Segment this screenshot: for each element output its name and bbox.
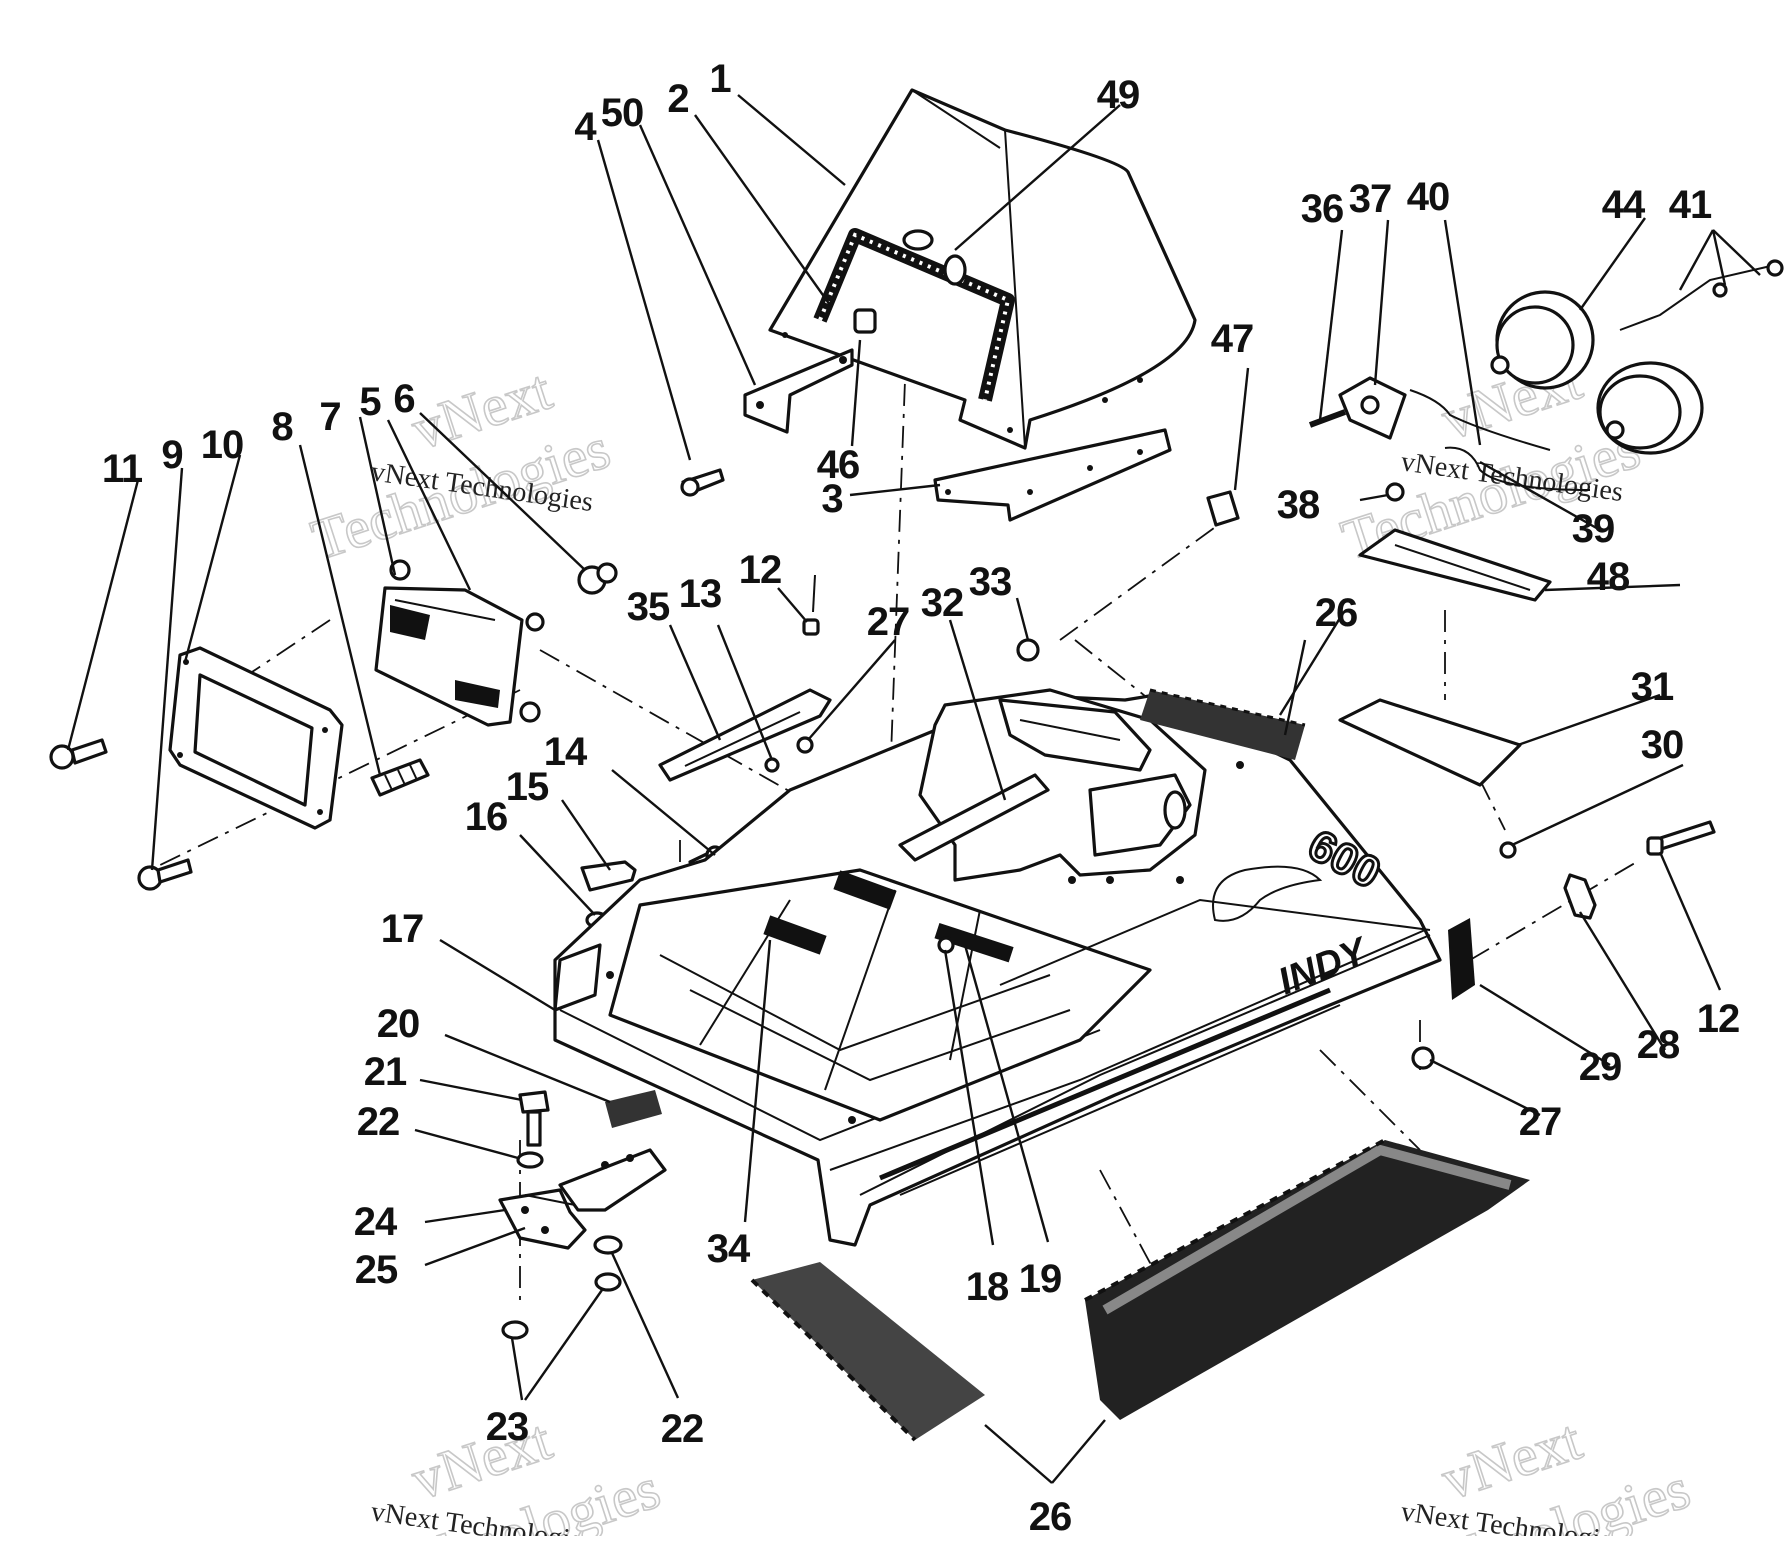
callout-c16: 16 — [465, 795, 508, 839]
nut-46-part — [853, 308, 877, 334]
spring-part — [370, 758, 430, 797]
callout-c26a: 26 — [1315, 591, 1358, 635]
callout-c23: 23 — [486, 1405, 529, 1449]
callout-c36: 36 — [1301, 187, 1344, 231]
trim-strip-part — [933, 428, 1172, 522]
callout-c9: 9 — [161, 433, 182, 477]
screw-30-part — [1499, 841, 1517, 859]
callout-c21: 21 — [364, 1050, 407, 1094]
panel-48-part — [1358, 528, 1552, 602]
callout-c24: 24 — [354, 1200, 398, 1244]
grommet-part — [577, 562, 618, 595]
callout-c19: 19 — [1019, 1257, 1062, 1301]
pad-20-part — [605, 1090, 662, 1128]
callout-c13: 13 — [679, 572, 722, 616]
bracket-28-part — [1563, 873, 1597, 920]
bolt-12b-part — [1646, 820, 1716, 856]
callout-c4: 4 — [574, 105, 597, 149]
screw-4-part — [680, 468, 725, 497]
washer-22b-part — [593, 1235, 623, 1255]
gauge-41-part — [1596, 259, 1784, 455]
seal-strip-26c-part — [1084, 1138, 1530, 1420]
nut-27b-part — [1411, 1046, 1435, 1070]
hinge-plate-part — [498, 1148, 667, 1250]
callout-c3: 3 — [821, 477, 842, 521]
callout-c27b: 27 — [1519, 1100, 1562, 1144]
callout-c12b: 12 — [1697, 997, 1740, 1041]
headlight-bezel-part — [168, 646, 344, 830]
callout-c47: 47 — [1211, 317, 1254, 361]
stud-12a-part — [802, 574, 820, 636]
callout-c27a: 27 — [867, 600, 910, 644]
callout-c10: 10 — [201, 423, 244, 467]
nut-27a-part — [796, 736, 814, 754]
callout-c46: 46 — [817, 443, 860, 487]
callout-c50: 50 — [601, 91, 644, 135]
nut-38-part — [1385, 482, 1405, 502]
screw-9-part — [137, 858, 193, 891]
screw-11-part — [49, 738, 108, 770]
plate-47-part — [1206, 490, 1240, 527]
callout-c14: 14 — [544, 730, 588, 774]
callout-c7: 7 — [319, 395, 340, 439]
windshield-frame-part — [813, 228, 1015, 402]
nut-33-part — [1016, 638, 1040, 662]
callout-c17: 17 — [381, 907, 424, 951]
headlight-part — [374, 586, 545, 727]
gauge-44-part — [1490, 290, 1595, 390]
callout-c1: 1 — [709, 57, 731, 101]
callout-c6: 6 — [393, 377, 414, 421]
callout-c5: 5 — [359, 380, 381, 424]
washer-22a-part — [516, 1151, 544, 1169]
bracket-part — [743, 348, 854, 434]
seal-strip-26a-part — [1140, 688, 1306, 760]
cover-31-part — [1338, 698, 1522, 787]
callout-c32: 32 — [921, 581, 964, 625]
leader-lines — [66, 94, 1761, 1484]
hood-part: 600 INDY — [553, 688, 1475, 1247]
callout-c41: 41 — [1669, 183, 1712, 227]
bolt-21-part — [518, 1090, 550, 1147]
callout-c49: 49 — [1097, 73, 1140, 117]
callout-c2: 2 — [667, 77, 688, 121]
callout-c29: 29 — [1579, 1045, 1622, 1089]
clip-part — [580, 860, 637, 892]
callout-c8: 8 — [271, 405, 293, 449]
assembly-center-lines — [149, 299, 1641, 1301]
callout-c35: 35 — [627, 585, 670, 629]
callout-c31: 31 — [1631, 665, 1674, 709]
callout-c18: 18 — [966, 1265, 1009, 1309]
callout-c28: 28 — [1637, 1023, 1680, 1067]
callout-c26b: 26 — [1029, 1495, 1072, 1536]
callout-c44: 44 — [1602, 183, 1646, 227]
callout-c20: 20 — [377, 1002, 420, 1046]
callout-c37: 37 — [1349, 177, 1392, 221]
callout-c30: 30 — [1641, 723, 1684, 767]
callout-c39: 39 — [1572, 507, 1615, 551]
vent-part — [658, 688, 832, 782]
callout-c22b: 22 — [661, 1407, 704, 1451]
flap-part — [553, 943, 602, 1012]
callout-c11: 11 — [102, 447, 143, 491]
seal-strip-26b-part — [750, 1262, 985, 1442]
callout-c15: 15 — [506, 765, 549, 809]
cable-40-part — [1409, 389, 1591, 491]
callout-c12a: 12 — [739, 548, 782, 592]
callout-c48: 48 — [1587, 555, 1630, 599]
switch-37-part — [1308, 376, 1407, 440]
callout-c34: 34 — [707, 1227, 751, 1271]
callout-c33: 33 — [969, 560, 1012, 604]
nut-23-part — [501, 1272, 622, 1340]
callout-c22a: 22 — [357, 1100, 400, 1144]
windshield-part — [768, 88, 1197, 450]
callout-c25: 25 — [355, 1248, 398, 1292]
callout-c38: 38 — [1277, 483, 1320, 527]
callout-c40: 40 — [1407, 175, 1450, 219]
